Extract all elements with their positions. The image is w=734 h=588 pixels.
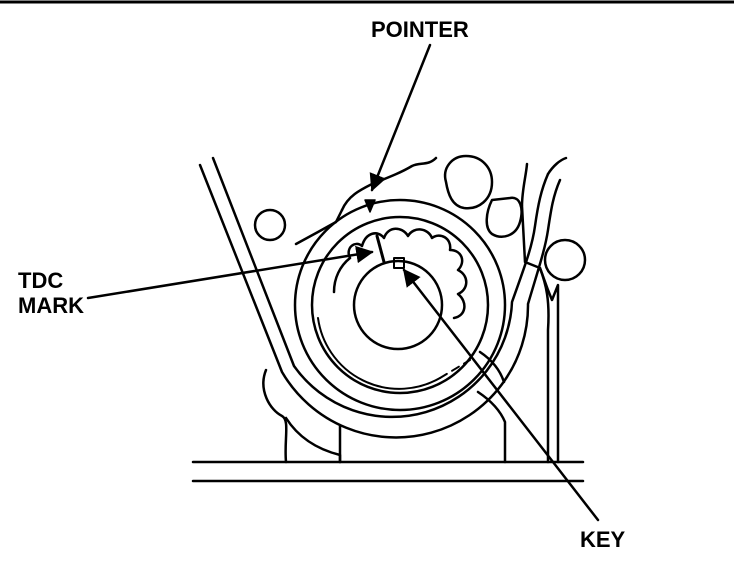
bolt-bosses	[253, 154, 587, 282]
tdc-mark-label-line1: TDC	[18, 268, 64, 293]
base-plate	[191, 460, 585, 483]
key-leader-arrow	[402, 268, 600, 522]
crankshaft-key	[393, 257, 405, 269]
tdc-leader-arrow	[86, 245, 374, 300]
timing-belt	[198, 156, 568, 439]
pointer-label: POINTER	[371, 17, 469, 42]
tdc-mark-label-line2: MARK	[18, 293, 84, 318]
timing-sprocket	[347, 227, 468, 320]
leader-arrows	[86, 43, 600, 522]
tdc-mark	[375, 234, 386, 264]
key-label: KEY	[580, 527, 626, 552]
sprocket-inner-arc	[332, 256, 352, 294]
engine-block-outline	[262, 156, 560, 464]
pointer-leader-arrow	[369, 43, 432, 192]
tdc-mark-label: TDC MARK	[18, 268, 84, 318]
crankshaft-bore	[352, 259, 444, 351]
crankshaft-pulley	[293, 198, 507, 412]
pointer-mark	[364, 199, 376, 213]
